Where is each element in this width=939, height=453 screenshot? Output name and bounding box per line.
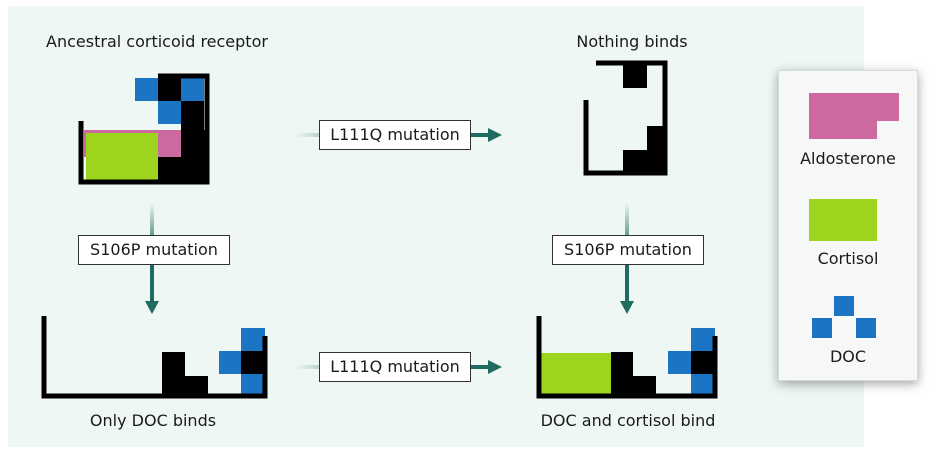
legend-label-cortisol: Cortisol xyxy=(817,249,879,268)
label-nothing-binds: Nothing binds xyxy=(576,32,688,51)
legend-label-aldosterone: Aldosterone xyxy=(800,149,896,168)
doc-cortisol-receptor xyxy=(536,316,718,399)
only-doc-receptor xyxy=(41,316,268,399)
doc-molecule xyxy=(668,328,715,396)
receptor-residues xyxy=(623,65,665,174)
doc-molecule xyxy=(219,328,265,396)
ancestral-receptor xyxy=(78,73,210,185)
legend-swatches xyxy=(809,93,899,338)
receptor-pocket xyxy=(41,316,268,399)
legend-label-doc: DOC xyxy=(829,347,867,366)
receptor-pocket xyxy=(536,316,718,399)
receptor-pocket xyxy=(583,60,668,176)
doc-molecule xyxy=(135,78,204,124)
aldosterone-swatch xyxy=(809,93,899,139)
cortisol-swatch xyxy=(809,199,877,241)
legend: Aldosterone Cortisol DOC xyxy=(778,70,918,381)
nothing-receptor xyxy=(583,60,668,176)
mutation-box-top: L111Q mutation xyxy=(319,120,471,150)
label-doc-cortisol: DOC and cortisol bind xyxy=(540,411,716,430)
mutation-box-right: S106P mutation xyxy=(552,235,704,265)
label-only-doc: Only DOC binds xyxy=(89,411,217,430)
receptor-pocket xyxy=(78,73,210,185)
mutation-box-left: S106P mutation xyxy=(78,235,230,265)
receptor-residues xyxy=(611,351,715,396)
mutation-box-bottom: L111Q mutation xyxy=(319,352,471,382)
label-ancestral: Ancestral corticoid receptor xyxy=(46,32,268,51)
receptor-residues xyxy=(158,78,207,180)
receptor-residues xyxy=(162,351,265,396)
cortisol-block xyxy=(86,133,158,180)
cortisol-block xyxy=(541,353,611,395)
doc-swatch xyxy=(812,296,876,338)
